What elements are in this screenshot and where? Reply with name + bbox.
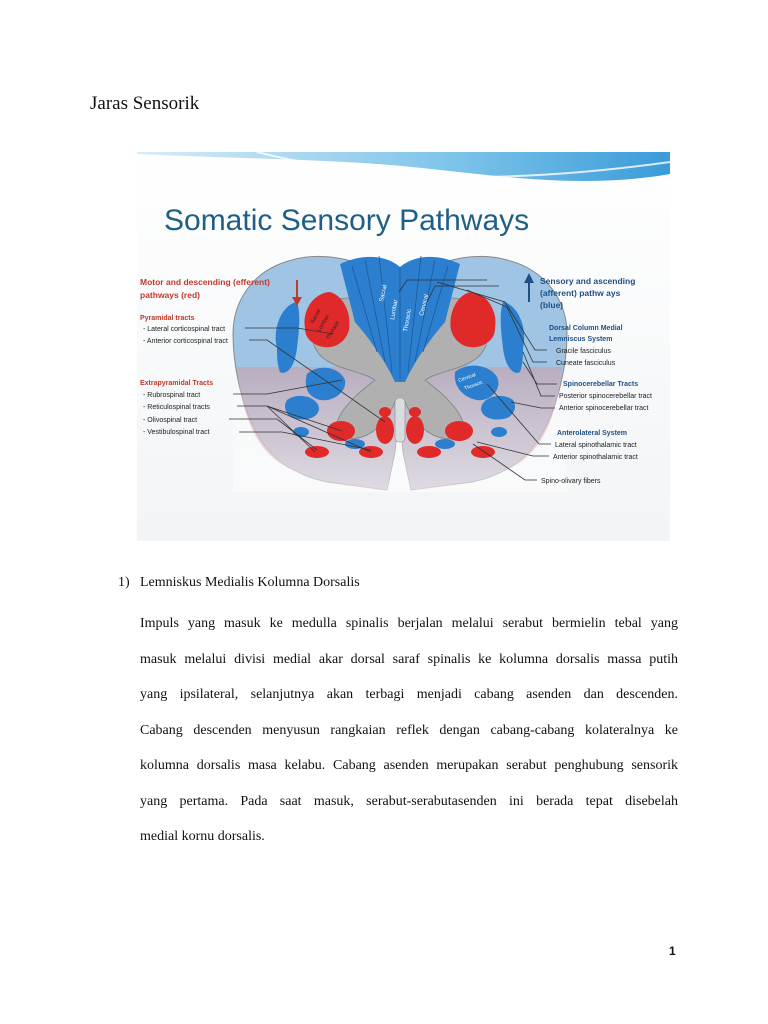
anterolateral-heading: Anterolateral System bbox=[557, 430, 627, 437]
section-paragraph: Impuls yang masuk ke medulla spinalis be… bbox=[140, 606, 678, 855]
segment-sacral: Sacral bbox=[379, 285, 388, 303]
dcml-heading-line1: Dorsal Column Medial bbox=[549, 325, 623, 332]
anterior-spinocerebellar-label: Anterior spinocerebellar tract bbox=[559, 405, 649, 412]
pyramidal-heading: Pyramidal tracts bbox=[140, 315, 195, 322]
svg-text:Cervical: Cervical bbox=[458, 372, 477, 384]
anterior-spinothalamic-label: Anterior spinothalamic tract bbox=[553, 454, 638, 461]
spinocerebellar-heading: Spinocerebellar Tracts bbox=[563, 381, 638, 388]
segment-thoracic: Thoracic bbox=[403, 309, 413, 333]
somatic-sensory-pathways-figure: Somatic Sensory Pathways Sacral Lumbar T… bbox=[137, 152, 670, 541]
extrapyramidal-heading: Extrapyramidal Tracts bbox=[140, 380, 213, 387]
dcml-heading-line2: Lemniscus System bbox=[549, 336, 612, 343]
afferent-heading-line2: (afferent) pathw ays bbox=[540, 288, 621, 298]
lateral-spinothalamic-label: Lateral spinothalamic tract bbox=[555, 442, 637, 449]
reticulospinal-label: - Reticulospinal tracts bbox=[143, 404, 210, 411]
efferent-heading-line2: pathways (red) bbox=[140, 290, 200, 300]
lateral-corticospinal-label: - Lateral corticospinal tract bbox=[143, 326, 225, 333]
paragraph-line: Impuls yang masuk ke medulla spinalis be… bbox=[140, 616, 678, 631]
olivospinal-label: - Olivospinal tract bbox=[143, 417, 197, 424]
posterior-spinocerebellar-label: Posterior spinocerebellar tract bbox=[559, 393, 652, 400]
down-arrow-icon bbox=[292, 297, 302, 306]
page-heading: Jaras Sensorik bbox=[90, 93, 200, 114]
afferent-heading-line3: (blue) bbox=[540, 300, 563, 310]
figure-title: Somatic Sensory Pathways bbox=[164, 204, 529, 237]
header-wave bbox=[137, 152, 670, 181]
page-number: 1 bbox=[669, 944, 676, 958]
afferent-legend: Sensory and ascending (afferent) pathw a… bbox=[524, 273, 652, 485]
paragraph-line: masuk melalui divisi medial akar dorsal … bbox=[140, 651, 678, 667]
paragraph-line: kolumna dorsalis masa kelabu. Cabang ase… bbox=[140, 758, 678, 773]
left-leader-lines bbox=[229, 327, 386, 453]
section-number: 1) bbox=[118, 575, 130, 590]
paragraph-line: Cabang descenden menyusun rangkaian refl… bbox=[140, 722, 678, 738]
afferent-heading-line1: Sensory and ascending bbox=[540, 276, 635, 286]
right-leader-lines bbox=[398, 279, 557, 481]
efferent-heading-line1: Motor and descending (efferent) bbox=[140, 277, 270, 287]
rubrospinal-label: - Rubrospinal tract bbox=[143, 392, 200, 399]
paragraph-line: medial kornu dorsalis. bbox=[140, 829, 265, 844]
segment-cervical: Cervical bbox=[419, 294, 430, 316]
up-arrow-icon bbox=[524, 273, 534, 283]
paragraph-line: yang pertama. Pada saat masuk, serabut-s… bbox=[140, 793, 678, 809]
spinal-cord: Sacral Lumbar Thoracic Cervical Sacral L… bbox=[232, 255, 568, 492]
vestibulospinal-label: - Vestibulospinal tract bbox=[143, 429, 210, 436]
section-title: Lemniskus Medialis Kolumna Dorsalis bbox=[140, 575, 360, 590]
gracile-label: Gracile fasciculus bbox=[556, 348, 611, 355]
spinal-cord-diagram: Somatic Sensory Pathways Sacral Lumbar T… bbox=[137, 152, 670, 541]
efferent-legend: Motor and descending (efferent) pathways… bbox=[140, 277, 302, 436]
cuneate-label: Cuneate fasciculus bbox=[556, 360, 616, 367]
segment-lumbar: Lumbar bbox=[390, 299, 399, 320]
anterior-corticospinal-label: - Anterior corticospinal tract bbox=[143, 338, 228, 345]
spino-olivary-label: Spino-olivary fibers bbox=[541, 478, 601, 485]
paragraph-line: yang ipsilateral, selanjutnya akan terba… bbox=[140, 687, 678, 702]
